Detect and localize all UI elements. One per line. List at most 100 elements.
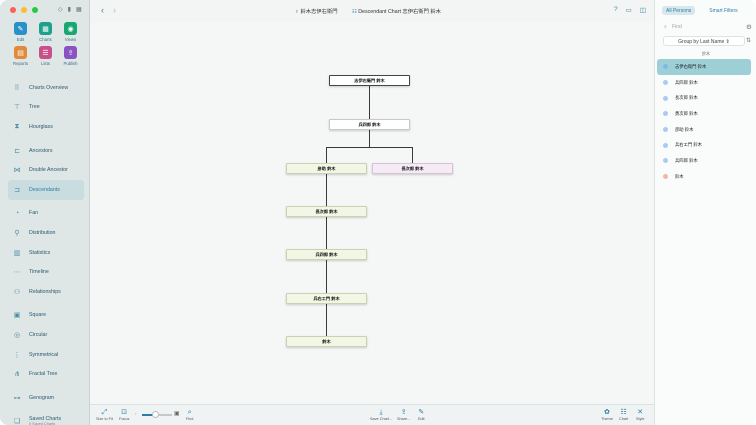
sidebar-item-distribution[interactable]: ⚲Distribution [8,223,84,243]
sidebar-item-square[interactable]: ▣Square [8,306,84,326]
launch-views-button[interactable]: ◉ Views [58,22,83,42]
tree-node[interactable]: 兵四郎 鈴木 [286,249,367,260]
sidebar-item-text: Charts Overview [29,85,68,91]
sidebar-item-fractal-tree[interactable]: ⋔Fractal Tree [8,364,84,384]
launch-edit-button[interactable]: ✎Edit [8,22,33,42]
tab-smart-filters[interactable]: Smart Filters [709,7,738,14]
bottom-toolbar: ⤢ Size to Fit ⊡ Focus ▫ ▣ ⌕ Find ⤓ Save … [90,404,654,425]
edit-chart-icon: ✎ [418,409,425,416]
tab-all-persons[interactable]: All Persons [662,6,696,15]
sidebar-item-label: Saved Charts [29,416,62,423]
focus-button[interactable]: ⊡ Focus [119,409,130,421]
sidebar-item-relationships[interactable]: ⚇Relationships [8,282,84,302]
zoom-knob[interactable] [152,411,159,418]
connector [412,147,413,163]
sort-icon[interactable]: ⇅ [746,38,752,44]
sidebar-item-symmetrical[interactable]: ⋮Symmetrical [8,345,84,365]
sidebar-item-hourglass[interactable]: ⧗Hourglass [8,117,84,137]
sidebar-item-label: Double Ancestor [29,167,68,174]
sidebar-item-genogram[interactable]: ⊶Genogram [8,388,84,408]
theme-button[interactable]: ✿ Theme [601,409,613,421]
person-list-item[interactable]: 勇次郎 鈴木 [657,106,751,122]
style-button[interactable]: ✕ Style [636,409,645,421]
minimize-window-button[interactable] [21,7,27,13]
sidebar-item-fan[interactable]: ◔Fan [8,204,84,224]
sidebar-item-statistics[interactable]: ▥Statistics [8,243,84,263]
person-list-item[interactable]: 彦助 鈴木 [657,122,751,138]
right-panel-toggle-icon[interactable]: ◫ [639,7,646,14]
size-to-fit-button[interactable]: ⤢ Size to Fit [96,409,113,421]
launch-label: Views [64,37,77,42]
launch-charts-button[interactable]: ▦Charts [33,22,58,42]
tree-node[interactable]: 鈴木 [286,336,367,347]
sidebar-item-label: Symmetrical [29,351,59,358]
launch-publish-button[interactable]: ⇪Publish [58,46,83,66]
sidebar-item-circular[interactable]: ◎Circular [8,325,84,345]
tree-node-root[interactable]: 志伊右衛門 鈴木 [329,75,410,86]
sidebar-item-label: Descendants [29,186,60,193]
zoom-window-button[interactable] [32,7,38,13]
sidebar-item-text: Symmetrical [29,352,58,358]
launch-reports-button[interactable]: ▤Reports [8,46,33,66]
person-list-item[interactable]: 兵四郎 鈴木 [657,153,751,169]
close-window-button[interactable] [10,7,16,13]
connector [326,304,327,336]
tree-node[interactable]: 彦助 鈴木 [286,163,367,174]
zoom-slider[interactable]: ▫ ▣ [135,411,181,418]
bookmark-icon[interactable]: ◇ [58,7,63,13]
gear-icon[interactable]: ⚙ [746,24,752,31]
save-chart-button[interactable]: ⤓ Save Chart... [370,409,393,421]
charts-overview-icon: ⠿ [14,84,20,92]
sidebar-item-descendants[interactable]: ⊐ Descendants [8,179,84,200]
sidebar-item-text: Hourglass [29,124,53,130]
sidebar-item-ancestors[interactable]: ⊏Ancestors [8,141,84,161]
descendants-icon: ⊐ [14,186,20,194]
forward-icon[interactable]: › [113,5,116,15]
charts-icon: ▦ [39,22,52,35]
zoom-out-icon: ▫ [135,411,137,416]
group-by-select[interactable]: Group by Last Name ⇕ [663,36,745,46]
eye-icon: ◉ [64,22,77,35]
reports-icon: ▤ [14,46,27,59]
pin-icon[interactable]: ▮ [67,7,71,13]
person-search-input[interactable]: ⌕ Find [664,24,682,30]
tree-node[interactable]: 兵四郎 鈴木 [329,119,410,130]
chart-title: ☷ Descendant Chart 志伊右衛門 鈴木 [352,9,441,15]
chart-canvas[interactable]: 志伊右衛門 鈴木 兵四郎 鈴木 彦助 鈴木 長次郎 鈴木 長次郎 鈴木 兵四郎 … [90,22,654,404]
launch-lists-button[interactable]: ☰Lists [33,46,58,66]
media-icon[interactable]: ▦ [75,7,82,13]
sidebar-item-charts-overview[interactable]: ⠿ Charts Overview [8,78,84,98]
sidebar-item-label: Charts Overview [29,84,69,91]
search-icon: ⌕ [664,24,667,30]
sidebar-item-tree[interactable]: ⊤Tree [8,98,84,118]
person-list-item[interactable]: 兵右エ門 鈴木 [657,137,751,153]
share-button[interactable]: ⇪ Share... [397,409,411,421]
help-icon[interactable]: ? [614,6,618,13]
edit-chart-button[interactable]: ✎ Edit [418,409,425,421]
find-button[interactable]: ⌕ Find [186,409,194,421]
person-list-item[interactable]: 鈴木 [657,169,751,185]
tree-node[interactable]: 長次郎 鈴木 [372,163,453,174]
sidebar-item-label: Fractal Tree [29,371,58,378]
person-list-item[interactable]: 志伊右衛門 鈴木 [657,59,751,75]
sidebar-item-double-ancestor[interactable]: ⋈Double Ancestor [8,160,84,180]
sidebar-item-label: Tree [29,104,40,111]
tree-node[interactable]: 長次郎 鈴木 [286,206,367,217]
persons-filter-tabs: All Persons Smart Filters [662,6,738,15]
person-color-dot [663,127,668,133]
tree-node[interactable]: 兵右エ門 鈴木 [286,293,367,304]
back-icon[interactable]: ‹ [101,5,104,15]
fan-icon: ◔ [14,209,20,217]
chart-options-button[interactable]: ☷ Chart [619,409,629,421]
launch-label: Publish [63,61,78,66]
saved-charts-icon: ❏ [13,418,21,425]
window-layout-icon[interactable]: ▭ [625,7,632,14]
active-person-title[interactable]: ♀ 鈴木志伊右衛門 [295,9,338,15]
sidebar-item-timeline[interactable]: ⋯Timeline [8,262,84,282]
person-list-item[interactable]: 長次郎 鈴木 [657,90,751,106]
person-list-item[interactable]: 兵四郎 鈴木 [657,75,751,91]
sidebar-item-label: Statistics [29,249,51,256]
sidebar-item-text: Ancestors [29,148,53,154]
